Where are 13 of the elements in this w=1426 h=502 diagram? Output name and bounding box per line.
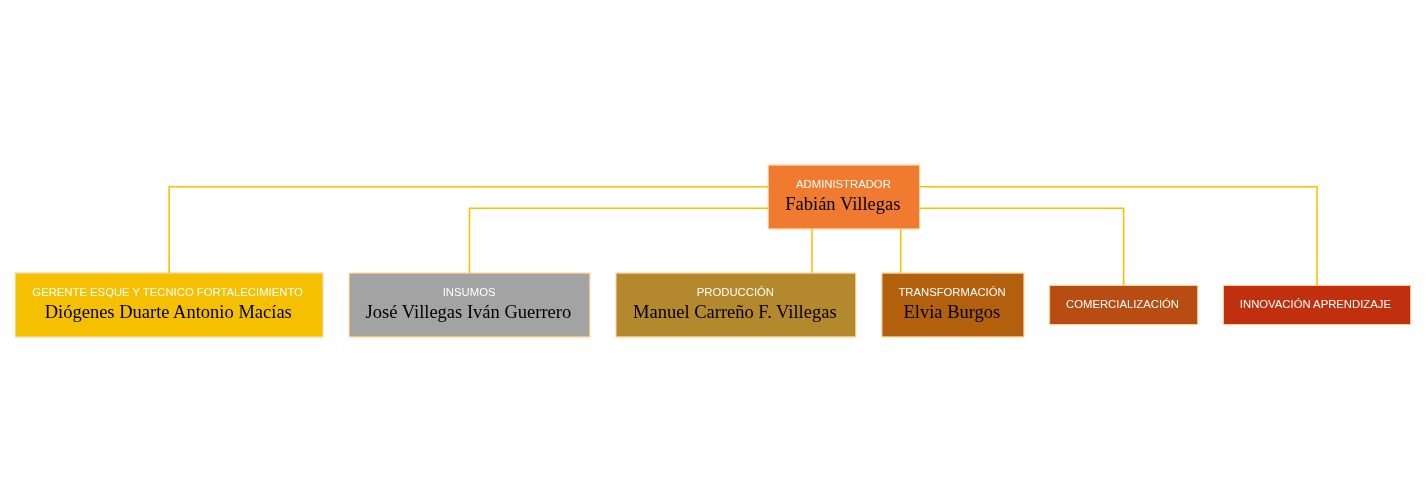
connector	[168, 185, 769, 274]
connector	[811, 228, 813, 274]
node-box: COMERCIALIZACIÓN	[1049, 284, 1199, 326]
node-box: ADMINISTRADOR Fabián Villegas	[767, 164, 920, 230]
node-box: GERENTE ESQUE Y TECNICO FORTALECIMIENTO Diógenes Duarte Antonio Macías	[14, 272, 324, 338]
connector	[899, 228, 902, 274]
node-box: INSUMOS José Villegas Iván Guerrero	[348, 272, 591, 338]
node-box: TRANSFORMACIÓN Elvia Burgos	[881, 272, 1025, 338]
node-box: PRODUCCIÓN Manuel Carreño F. Villegas	[615, 272, 857, 338]
node-box: INNOVACIÓN APRENDIZAJE	[1222, 284, 1412, 326]
connector	[468, 207, 769, 274]
connector	[918, 185, 1318, 286]
connector	[918, 207, 1125, 287]
